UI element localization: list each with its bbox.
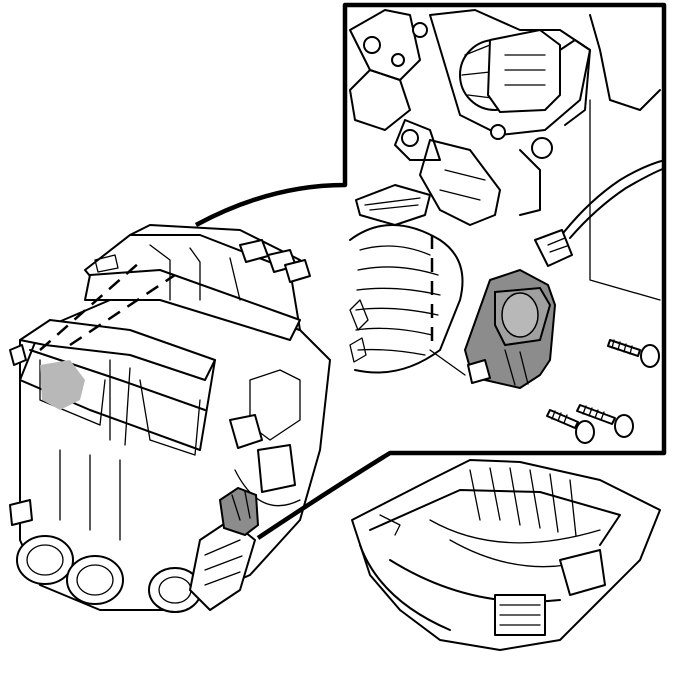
housing-highlight (40, 360, 85, 410)
mounting-screw-1 (607, 339, 660, 368)
mounting-screw-3 (546, 409, 595, 444)
heater-housing (9, 224, 331, 613)
callout-outline (194, 2, 667, 540)
mounting-screw-2 (576, 404, 634, 438)
blower-unit (351, 459, 661, 651)
wiring-connector (534, 229, 573, 267)
actuator-on-housing (218, 486, 260, 537)
leader-line-housing-2 (69, 273, 176, 347)
inset-detail (349, 9, 666, 444)
